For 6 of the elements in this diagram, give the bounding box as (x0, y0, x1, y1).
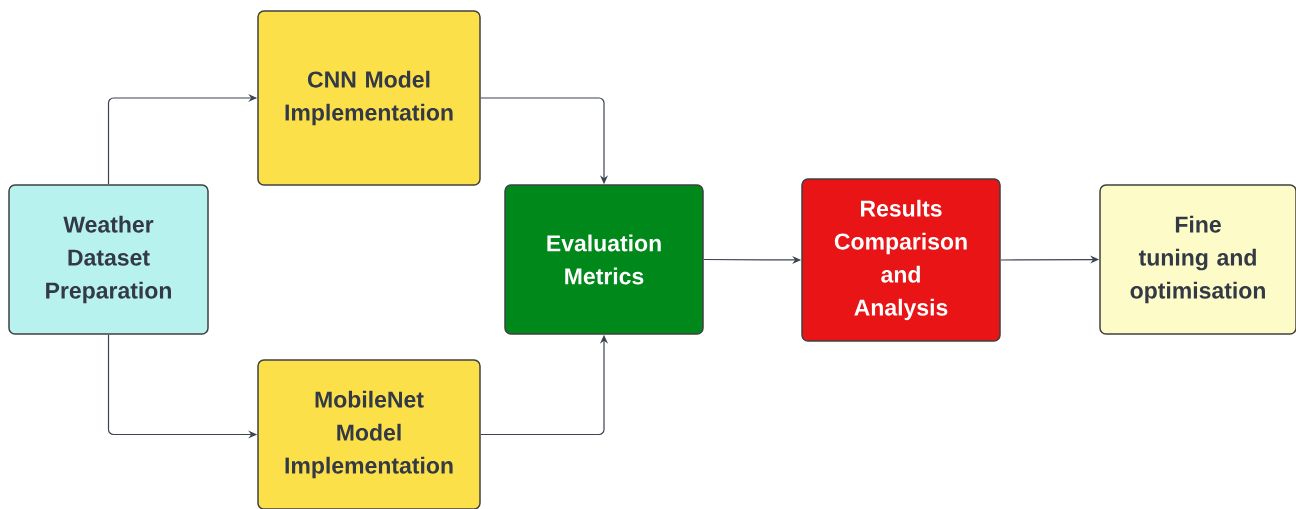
process-box: Weather Dataset Preparation (8, 184, 209, 335)
process-box: MobileNet Model Implementation (257, 359, 481, 509)
process-box: CNN Model Implementation (257, 10, 481, 186)
process-box: Fine tuning and optimisation (1099, 184, 1296, 335)
process-box: Results Comparison and Analysis (801, 178, 1001, 342)
process-box: Evaluation Metrics (504, 184, 704, 335)
